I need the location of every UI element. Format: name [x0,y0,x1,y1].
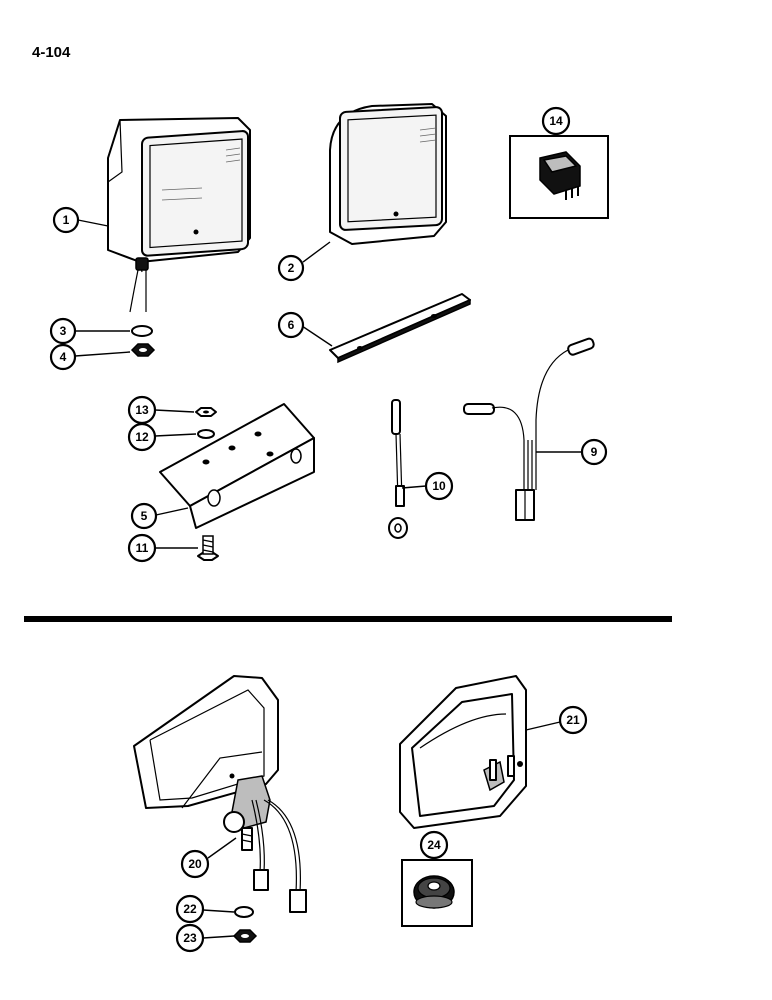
page-number: 4-104 [32,44,71,61]
callout-label: 14 [549,114,563,128]
callout-label: 6 [288,318,295,332]
callout-11: 11 [127,533,157,563]
callout-label: 21 [566,713,580,727]
callout-label: 11 [136,541,149,555]
relay-frame [509,135,609,219]
callout-label: 10 [432,479,446,493]
callout-label: 24 [427,838,441,852]
callout-label: 13 [135,403,149,417]
callout-22: 22 [175,894,205,924]
callout-label: 5 [141,509,148,523]
callout-6: 6 [277,311,305,339]
nut-13 [195,407,217,417]
angle-bracket [159,403,315,529]
callout-14: 14 [541,106,571,136]
flood-lamp-housing [133,675,307,913]
callout-12: 12 [127,422,157,452]
washer-12 [197,429,215,439]
callout-label: 4 [60,350,67,364]
leader-lines [74,134,582,939]
callout-label: 23 [183,931,197,945]
callout-label: 1 [63,213,70,227]
work-lamp-lens-unit [329,103,447,245]
callout-21: 21 [558,705,588,735]
callout-5: 5 [130,502,158,530]
hex-nut-23 [232,929,258,943]
callout-label: 20 [188,857,202,871]
work-lamp-housing [107,117,251,313]
ground-wire [388,399,408,539]
callout-2: 2 [277,254,305,282]
callout-4: 4 [49,343,77,371]
sealed-beam-lamp [399,675,527,829]
hex-nut [130,343,156,357]
callout-20: 20 [180,849,210,879]
callout-13: 13 [127,395,157,425]
callout-label: 22 [183,902,197,916]
callout-10: 10 [424,471,454,501]
callout-3: 3 [49,317,77,345]
callout-23: 23 [175,923,205,953]
callout-24: 24 [419,830,449,860]
lock-washer [131,325,153,337]
callout-label: 2 [288,261,295,275]
callout-1: 1 [52,206,80,234]
callout-label: 9 [591,445,598,459]
lock-washer-22 [234,906,254,918]
callout-9: 9 [580,438,608,466]
hex-bolt [197,535,219,561]
callout-label: 12 [135,430,149,444]
y-harness [463,337,595,521]
callout-label: 3 [60,324,67,338]
grommet-frame [401,859,473,927]
section-divider [24,616,672,622]
mounting-strap [329,293,471,364]
